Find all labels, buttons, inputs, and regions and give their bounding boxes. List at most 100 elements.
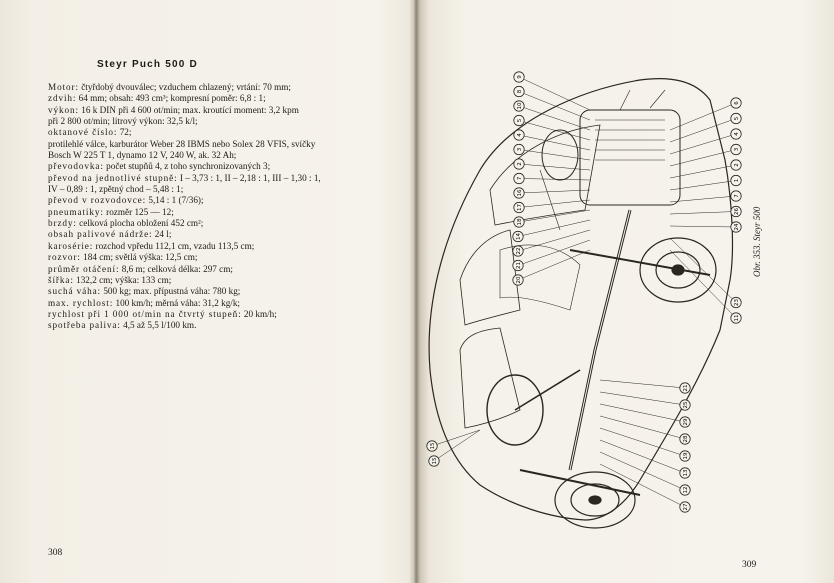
callout-leader-line [669, 133, 737, 155]
spec-line: rychlost při 1 000 ot/min na čtvrtý stup… [48, 309, 388, 320]
callout-leader-line [517, 219, 591, 237]
callout-circle [730, 221, 742, 233]
spec-value: 500 kg; max. přípustná váha: 780 kg; [101, 286, 241, 297]
figure-caption: Obr. 353. Steyr 500 [752, 206, 762, 277]
callout-number: 6 [734, 101, 740, 105]
callout-circle [679, 433, 691, 445]
callout-leader-line [517, 239, 591, 266]
spec-value: Bosch W 225 T 1, dynamo 12 V, 240 W, ak.… [48, 150, 237, 161]
callout-number: 2 [517, 162, 523, 166]
callout-circle [513, 85, 525, 98]
callout-circle [513, 172, 525, 185]
callout-circle [679, 416, 691, 428]
spec-line: Bosch W 225 T 1, dynamo 12 V, 240 W, ak.… [48, 150, 388, 161]
callout-number: 25 [683, 401, 689, 408]
callout-number: 18 [517, 218, 523, 225]
callout-number: 5 [517, 118, 523, 122]
callout-number: 27 [683, 503, 689, 510]
callout-leader-line [518, 163, 591, 171]
callout-circle [730, 190, 742, 202]
callout-leader-line [599, 391, 686, 406]
callout-number: 3 [734, 147, 740, 151]
spec-value: 24 l; [152, 229, 172, 240]
callout-leader-line [599, 403, 686, 423]
callout-number: 21 [516, 262, 522, 269]
callout-leader-line [669, 249, 737, 319]
callout-number: 12 [683, 487, 689, 494]
callout-number: 29 [683, 418, 689, 425]
callout-number: 1 [734, 179, 740, 183]
callout-leader-line [669, 102, 737, 131]
spec-line: při 2 800 ot/min; litrový výkon: 32,5 k/… [48, 116, 388, 127]
spec-value: 16 k DIN při 4 600 ot/min; max. kroutící… [78, 104, 299, 115]
callout-leader-line [518, 105, 591, 131]
callout-number: 11 [734, 315, 740, 322]
callout-circle [512, 230, 524, 243]
spec-value: čtyřdobý dvouválec; vzduchem chlazený; v… [78, 82, 291, 92]
spec-label: spotřeba paliva: [48, 320, 121, 331]
callout-number: 21 [683, 385, 689, 392]
callout-leader-line [518, 149, 591, 161]
spec-value: 8,6 m; celková délka: 297 cm; [119, 263, 233, 274]
callout-circle [513, 187, 525, 199]
page-number-right: 309 [742, 560, 757, 570]
callout-number: 7 [517, 176, 523, 180]
page-title: Steyr Puch 500 D [97, 59, 198, 70]
spec-list: Motor: čtyřdobý dvouválec; vzduchem chla… [48, 82, 388, 332]
callout-leader-line [669, 149, 737, 167]
spec-label: výkon: [48, 104, 79, 115]
callout-number: 9 [517, 75, 523, 79]
spec-value: protilehlé válce, karburátor Weber 28 IB… [48, 138, 316, 149]
spec-line: rozvor: 184 cm; světlá výška: 12,5 cm; [48, 252, 388, 263]
spec-line: průměr otáčení: 8,6 m; celková délka: 29… [48, 264, 388, 275]
callout-circle [730, 143, 742, 156]
spec-value: při 2 800 ot/min; litrový výkon: 32,5 k/… [48, 116, 198, 127]
spec-line: převod na jednotlivé stupně: I – 3,73 : … [48, 173, 388, 184]
spec-line: obsah palivové nádrže: 24 l; [48, 229, 388, 240]
callout-circle [730, 205, 742, 218]
callout-leader-line [669, 211, 737, 215]
callout-number: 22 [516, 248, 522, 255]
callout-circle [513, 143, 525, 156]
spec-label: rozvor: [48, 252, 81, 263]
callout-number: 13 [683, 469, 689, 476]
callout-leader-line [433, 429, 481, 462]
callout-circle [730, 312, 742, 324]
spec-value: 4,5 až 5,5 l/100 km. [120, 320, 197, 331]
callout-circle [679, 450, 691, 462]
callout-leader-line [517, 229, 591, 252]
spec-label: karosérie: [48, 240, 94, 251]
callout-circle [730, 296, 742, 309]
spec-value: 100 km/h; měrná váha: 31,2 kg/k; [113, 297, 240, 308]
spec-line: pneumatiky: rozměr 125 — 12; [48, 207, 388, 218]
callout-leader-line [599, 427, 686, 457]
spec-value: I – 3,73 : 1, II – 2,18 : 1, III – 1,30 … [177, 172, 321, 183]
left-page: Steyr Puch 500 D Motor: čtyřdobý dvouvál… [0, 0, 410, 583]
spec-line: max. rychlost: 100 km/h; měrná váha: 31,… [48, 298, 388, 309]
callout-number: 5 [734, 116, 740, 120]
callout-number: 4 [517, 133, 523, 137]
callout-number: 15 [432, 457, 438, 464]
callout-circle [730, 174, 742, 187]
callout-leader-line [599, 379, 686, 389]
callout-number: 28 [683, 435, 689, 442]
callout-number: 19 [683, 452, 689, 459]
callout-circle [513, 158, 525, 170]
callout-circle [513, 100, 525, 112]
spec-label: Motor: [48, 82, 79, 92]
callout-number: 26 [734, 208, 740, 215]
callout-leader-line [599, 415, 686, 440]
callout-leader-line [517, 249, 591, 281]
callout-circle [730, 97, 742, 109]
spec-value: 20 km/h; [241, 308, 277, 319]
callout-number: 8 [517, 89, 523, 93]
callout-circle [679, 399, 691, 411]
spec-label: brzdy: [48, 218, 77, 229]
spec-line: Motor: čtyřdobý dvouválec; vzduchem chla… [48, 82, 388, 93]
callout-number: 23 [734, 299, 740, 306]
callout-circle [513, 201, 525, 214]
spec-value: rozchod vpředu 112,1 cm, vzadu 113,5 cm; [93, 240, 255, 251]
spec-line: suchá váha: 500 kg; max. přípustná váha:… [48, 286, 388, 297]
